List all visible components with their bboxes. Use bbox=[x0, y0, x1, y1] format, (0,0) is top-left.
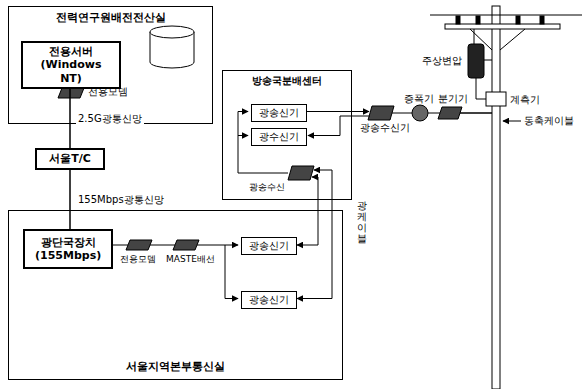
device-name: 광수신기 bbox=[259, 131, 299, 143]
part-label: 광송수신 bbox=[249, 182, 285, 193]
link-label: 155Mbps광통신망 bbox=[76, 194, 166, 206]
device-box: 광단국장치 (155Mbps) bbox=[23, 229, 113, 269]
part-label: 계측기 bbox=[510, 94, 540, 106]
part-label: 광송수신기 bbox=[360, 122, 410, 134]
part-label: 광케이블 bbox=[357, 200, 367, 244]
device-box: 서울T/C bbox=[35, 148, 105, 170]
device-box: 광수신기 bbox=[251, 128, 307, 146]
room-title: 전력연구원배전전산실 bbox=[9, 10, 212, 25]
part-label: 전용모뎀 bbox=[120, 254, 156, 265]
device-name: 광단국장치 (155Mbps) bbox=[35, 236, 101, 262]
device-box: 전용서버 (Windows NT) bbox=[21, 41, 121, 89]
device-name: 광송신기 bbox=[249, 294, 289, 306]
fibre-link bbox=[69, 170, 71, 229]
part-label: 분기기 bbox=[438, 93, 468, 105]
room-title: 방송국분배센터 bbox=[223, 74, 351, 88]
room-box: 서울지역본부통신실광단국장치 (155Mbps)광송신기광송신기 bbox=[8, 210, 343, 380]
device-name: 광송신기 bbox=[259, 107, 299, 119]
part-label: 증폭기 bbox=[404, 93, 434, 105]
room-box: 전력연구원배전전산실전용서버 (Windows NT) bbox=[8, 6, 213, 124]
device-box: 광송신기 bbox=[241, 237, 297, 255]
room-box: 방송국분배센터광송신기광수신기 bbox=[222, 70, 352, 200]
part-label: 동축케이블 bbox=[524, 115, 574, 127]
device-box: 광송신기 bbox=[241, 291, 297, 309]
device-name: 전용서버 (Windows NT) bbox=[31, 45, 111, 85]
device-name: 광송신기 bbox=[249, 240, 289, 252]
part-label: 주상변압 bbox=[422, 55, 462, 67]
part-label: 전용모뎀 bbox=[88, 86, 128, 98]
part-label: MASTE배선 bbox=[166, 254, 215, 265]
room-title: 서울지역본부통신실 bbox=[9, 359, 342, 374]
device-name: 서울T/C bbox=[49, 152, 91, 165]
link-label: 2.5G광통신망 bbox=[76, 113, 144, 125]
device-box: 광송신기 bbox=[251, 104, 307, 122]
fibre-link bbox=[69, 89, 71, 148]
